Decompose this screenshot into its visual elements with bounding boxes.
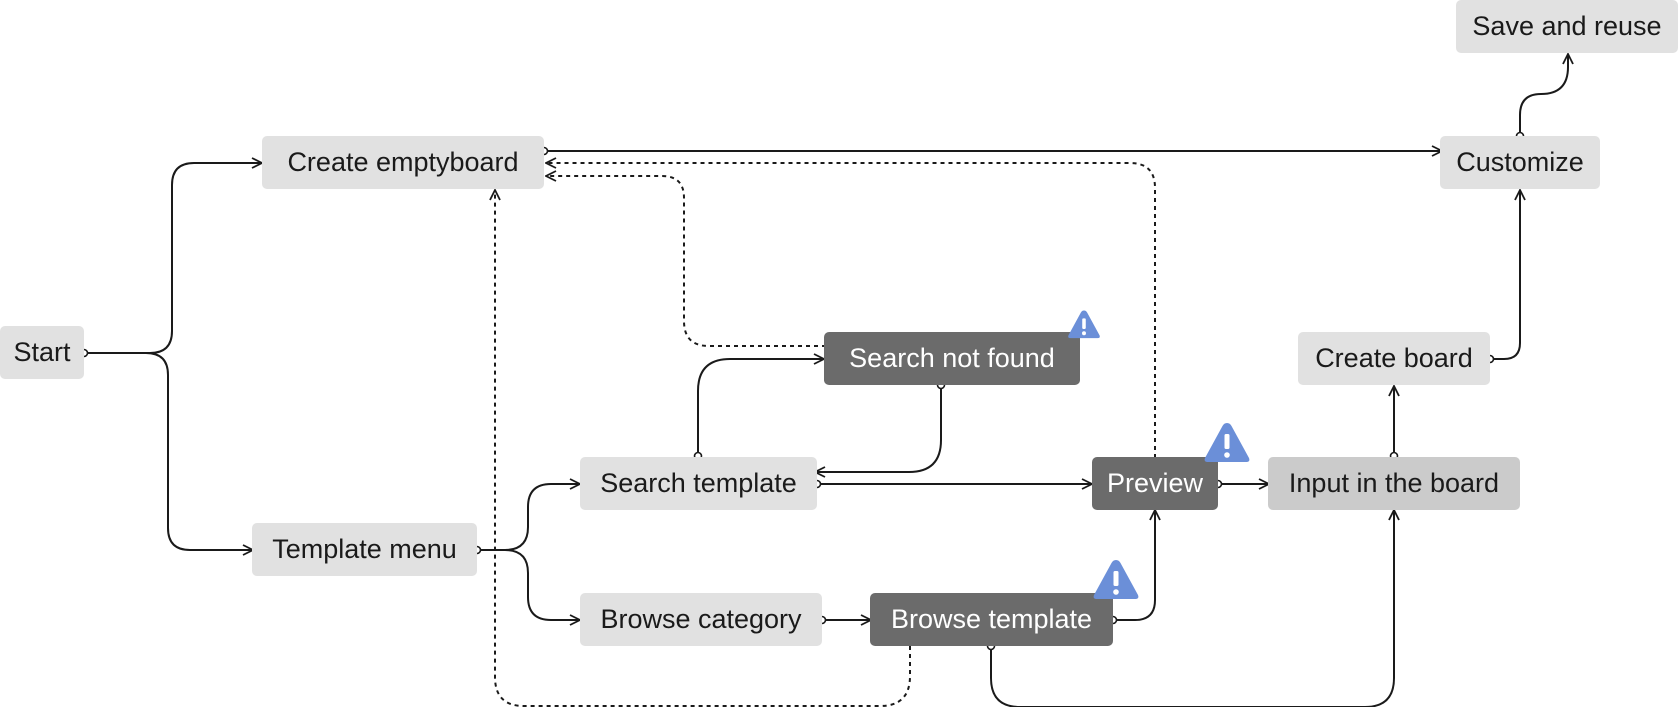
edge-customize-to-save-and-reuse [1519, 54, 1568, 136]
edge-create-board-to-customize [1490, 190, 1520, 360]
edge-search-not-found-to-search-template [815, 385, 942, 472]
edge-browse-template-to-create-emptyboard [495, 190, 911, 707]
node-customize[interactable]: Customize [1440, 136, 1600, 189]
node-input-in-the-board[interactable]: Input in the board [1268, 457, 1520, 510]
warning-icon-browse-template [1093, 560, 1139, 599]
node-browse-category[interactable]: Browse category [580, 593, 822, 646]
node-template-menu[interactable]: Template menu [252, 523, 477, 576]
edge-search-not-found-to-create-emptyboard [546, 176, 826, 347]
edge-browse-template-to-preview [1113, 510, 1155, 621]
edge-browse-template-to-input-board [990, 510, 1394, 707]
edge-template-menu-to-browse-category [477, 549, 580, 620]
node-preview[interactable]: Preview [1092, 457, 1218, 510]
node-create-emptyboard[interactable]: Create emptyboard [262, 136, 544, 189]
node-start[interactable]: Start [0, 326, 84, 379]
edge-template-menu-to-search-template [477, 484, 580, 551]
edge-preview-to-create-emptyboard [546, 163, 1156, 458]
warning-icon-search-not-found [1068, 310, 1100, 339]
edge-search-template-to-search-not-found [697, 359, 824, 456]
warning-icon-preview [1204, 423, 1250, 462]
node-create-board[interactable]: Create board [1298, 332, 1490, 385]
node-save-and-reuse[interactable]: Save and reuse [1456, 0, 1678, 53]
node-search-not-found[interactable]: Search not found [824, 332, 1080, 385]
node-browse-template[interactable]: Browse template [870, 593, 1113, 646]
edge-start-to-create-emptyboard [84, 163, 262, 354]
edge-start-to-template-menu [84, 352, 253, 550]
node-search-template[interactable]: Search template [580, 457, 817, 510]
